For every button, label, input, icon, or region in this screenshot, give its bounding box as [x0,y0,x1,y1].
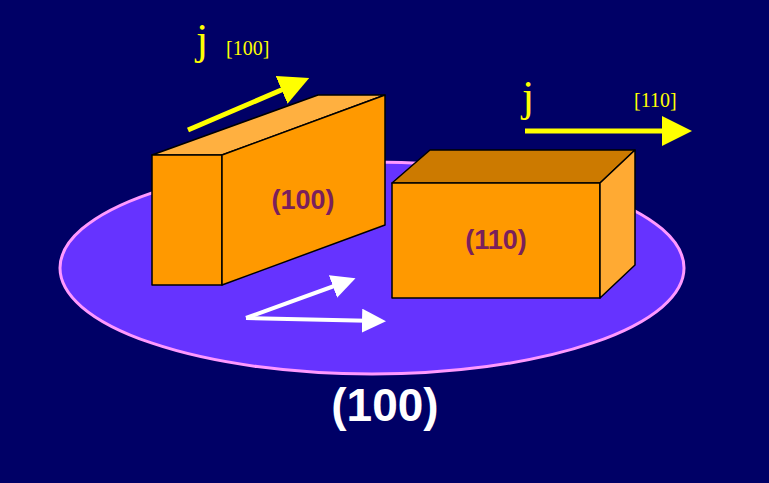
direction-arrow [246,281,348,318]
text-label: [100] [226,38,269,58]
current-arrow [525,129,682,134]
left-crystal [152,95,385,285]
current-arrow [188,82,300,130]
face-label: (110) [465,225,527,256]
face-label: (100) [271,185,334,216]
direction-arrow [246,318,378,321]
crystal-face: (110) [396,185,596,295]
text-label: [110] [634,90,677,110]
right-crystal [392,150,635,298]
text-label: j [522,75,534,119]
crystal-face: (100) [228,145,378,255]
text-label: j [196,18,208,62]
text-label: (100) [331,382,438,428]
